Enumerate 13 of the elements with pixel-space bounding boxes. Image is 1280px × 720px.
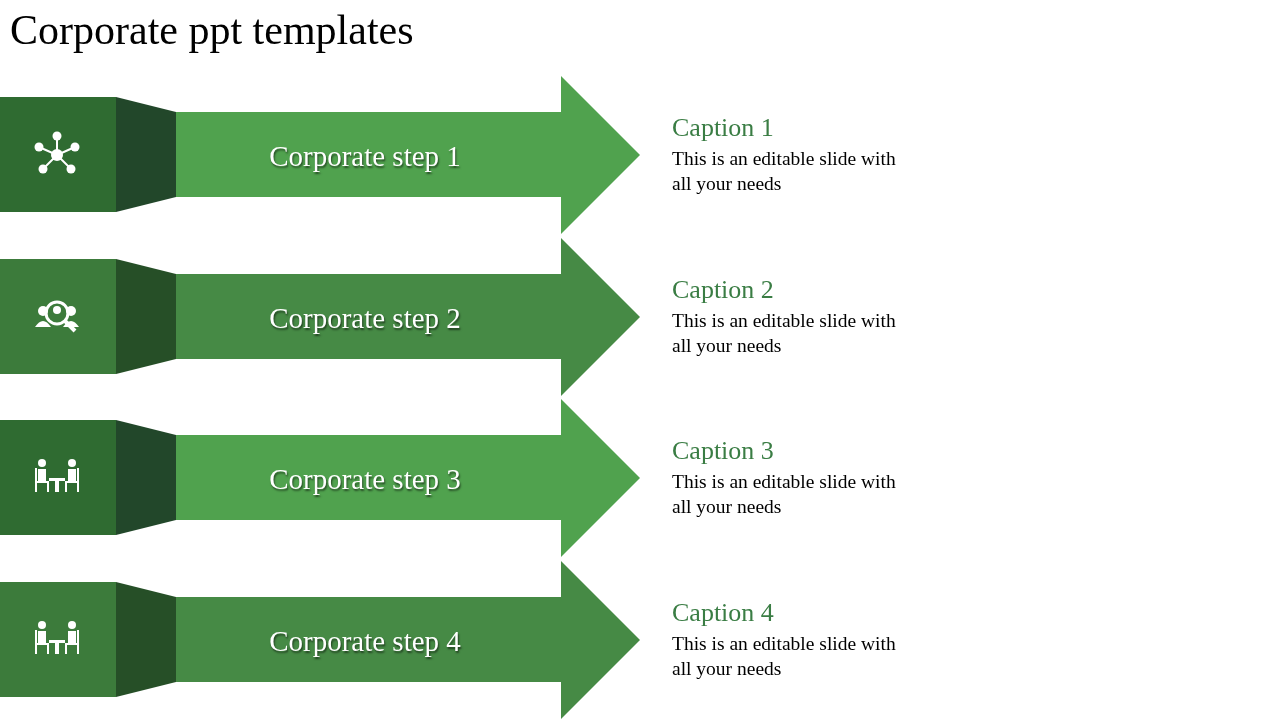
step-label: Corporate step 1 xyxy=(268,139,462,174)
caption-text: This is an editable slide with all your needs xyxy=(672,309,897,358)
caption-text: This is an editable slide with all your needs xyxy=(672,632,897,681)
caption-text: This is an editable slide with all your needs xyxy=(672,470,897,519)
caption-heading: Caption 4 xyxy=(672,598,774,628)
slide-title: Corporate ppt templates xyxy=(10,6,414,55)
step-label: Corporate step 2 xyxy=(268,301,462,336)
caption-text: This is an editable slide with all your needs xyxy=(672,147,897,196)
caption-heading: Caption 2 xyxy=(672,275,774,305)
step-label: Corporate step 3 xyxy=(268,462,462,497)
caption-heading: Caption 3 xyxy=(672,436,774,466)
caption-heading: Caption 1 xyxy=(672,113,774,143)
step-label: Corporate step 4 xyxy=(268,624,462,659)
